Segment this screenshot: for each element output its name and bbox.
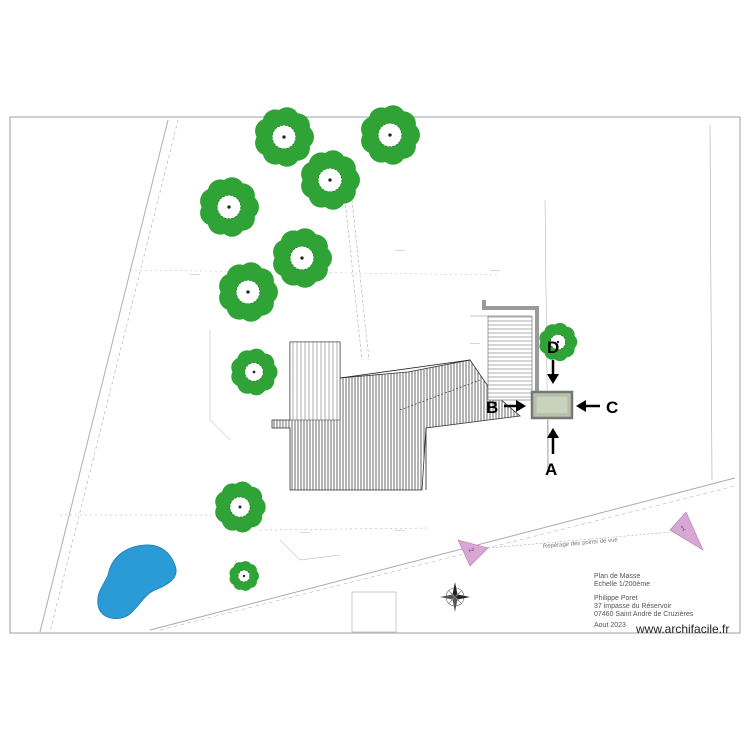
tree-icon: [219, 262, 278, 322]
tree-icon: [229, 561, 259, 591]
marker-c-label: C: [606, 398, 618, 417]
tree-icon: [301, 150, 360, 210]
dimension-annotations: —— —— —— —— —— ——: [190, 248, 500, 536]
existing-house: [271, 341, 521, 491]
site-lines: [39, 119, 736, 633]
tree-icon: [361, 105, 420, 165]
marker-a-label: A: [545, 460, 557, 479]
compass-rose-icon: [440, 582, 470, 612]
svg-text:——: ——: [395, 528, 405, 534]
viewpoint-1[interactable]: 1: [669, 511, 704, 551]
marker-b-label: B: [486, 398, 498, 417]
new-building-roof: [535, 395, 569, 415]
owner-city: 07460 Saint André de Cruzières: [594, 611, 694, 618]
marker-d-label: D: [547, 338, 559, 357]
tree-icon: [215, 481, 266, 533]
trees: [200, 105, 578, 591]
tree-icon: [255, 107, 314, 167]
direction-arrows: [504, 360, 600, 454]
svg-text:——: ——: [470, 341, 480, 347]
svg-text:——: ——: [190, 272, 200, 278]
viewpoint-2[interactable]: 2: [457, 539, 489, 567]
tree-icon: [231, 348, 278, 396]
arrow-icon: [547, 374, 559, 384]
plan-title: Plan de Masse: [594, 573, 640, 580]
tree-icon: [273, 228, 332, 288]
svg-text:——: ——: [300, 530, 310, 536]
viewpoint-2-label: 2: [467, 547, 475, 554]
viewpoint-link: [487, 531, 673, 549]
owner-name: Philippe Poret: [594, 595, 638, 602]
plan-scale: Echelle 1/200ème: [594, 581, 650, 588]
tree-icon: [539, 322, 578, 362]
owner-street: 37 impasse du Réservoir: [594, 603, 672, 610]
svg-text:——: ——: [490, 268, 500, 274]
arrow-icon: [516, 400, 526, 412]
terrace-block: [470, 300, 539, 410]
viewpoint-1-label: 1: [680, 525, 687, 533]
svg-text:——: ——: [395, 248, 405, 254]
title-block: Plan de Masse Echelle 1/200ème Philippe …: [594, 573, 694, 629]
watermark-text[interactable]: www.archifacile.fr: [635, 622, 729, 636]
tree-icon: [200, 177, 259, 237]
arrow-icon: [547, 428, 559, 438]
arrow-icon: [576, 400, 586, 412]
pool[interactable]: [97, 544, 177, 620]
plan-date: Aout 2023: [594, 622, 626, 629]
